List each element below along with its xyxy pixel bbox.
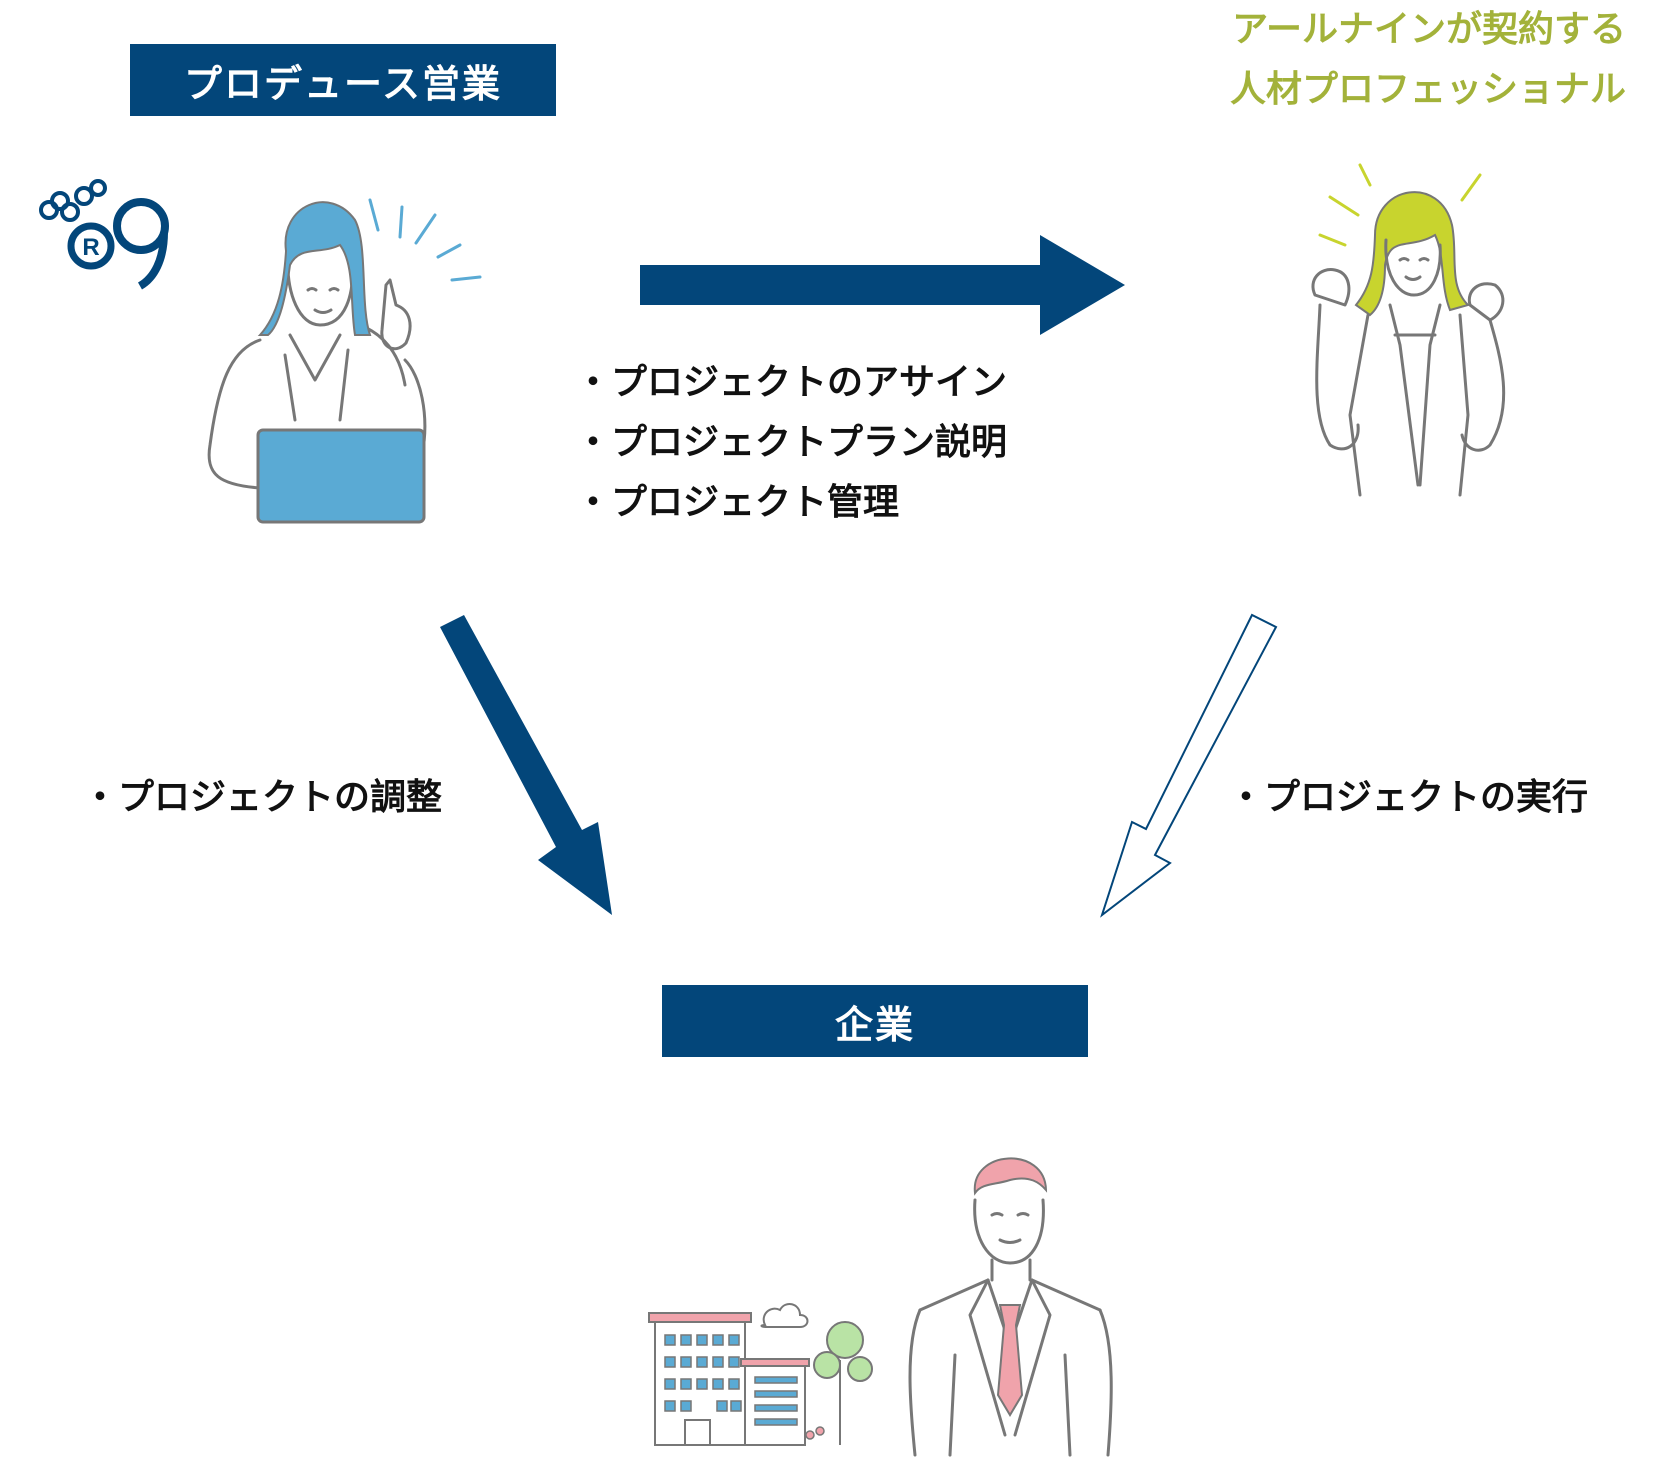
arrow-to-company-right	[1100, 613, 1278, 918]
businessman-illustration	[908, 1157, 1113, 1457]
r9-logo: R	[39, 179, 169, 290]
company-title: 企業	[834, 1002, 915, 1047]
professional-title-line2: 人材プロフェッショナル	[1229, 69, 1626, 110]
left-arrow-item: ・プロジェクトの調整	[82, 777, 443, 818]
buildings-illustration	[648, 1303, 873, 1446]
professional-title-line1: アールナインが契約する	[1232, 9, 1626, 50]
produce-sales-title: プロデュース営業	[183, 61, 503, 106]
company-label-box: 企業	[662, 985, 1088, 1057]
produce-sales-label-box: プロデュース営業	[130, 44, 556, 116]
professional-title: アールナインが契約する 人材プロフェッショナル	[1230, 0, 1626, 120]
list-item-plan-explanation: ・プロジェクトプラン説明	[575, 422, 1008, 463]
top-arrow-item-list: ・プロジェクトのアサイン ・プロジェクトプラン説明 ・プロジェクト管理	[575, 353, 1007, 533]
professional-woman-illustration	[1311, 163, 1506, 497]
logo-mark-letter: R	[82, 234, 99, 261]
right-arrow-item: ・プロジェクトの実行	[1228, 777, 1589, 818]
arrow-to-company-left	[440, 615, 612, 915]
producer-woman-illustration	[207, 198, 482, 524]
list-item-management: ・プロジェクト管理	[575, 482, 900, 523]
arrow-to-professional	[640, 235, 1125, 335]
list-item-assign: ・プロジェクトのアサイン	[575, 362, 1008, 403]
